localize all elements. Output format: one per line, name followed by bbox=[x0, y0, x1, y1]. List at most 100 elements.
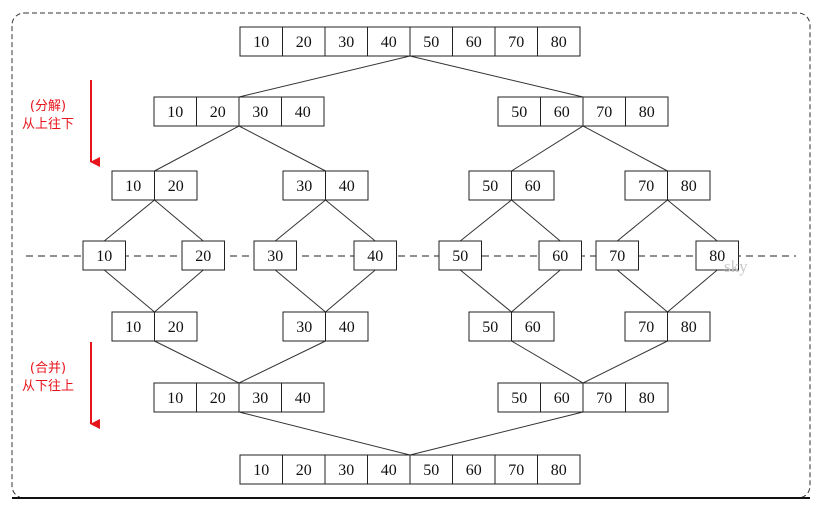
split-title: (分解) bbox=[30, 99, 66, 114]
tree-edge bbox=[154, 269, 204, 313]
cell-value: 10 bbox=[253, 34, 269, 51]
array-cell bbox=[582, 382, 626, 413]
cell-value: 60 bbox=[552, 248, 568, 265]
array-cell bbox=[238, 96, 282, 127]
tree-edge bbox=[103, 199, 155, 242]
cell-value: 10 bbox=[167, 390, 183, 407]
cell-value: 20 bbox=[195, 248, 211, 265]
array-cell bbox=[282, 454, 326, 485]
cell-value: 50 bbox=[482, 319, 498, 336]
array-cell bbox=[595, 240, 639, 271]
cell-value: 70 bbox=[609, 248, 625, 265]
array-cell bbox=[468, 170, 512, 201]
tree-edge bbox=[409, 55, 584, 98]
array-node: 10 20 bbox=[111, 170, 198, 201]
cell-value: 60 bbox=[554, 390, 570, 407]
array-cell bbox=[537, 26, 581, 57]
cell-value: 60 bbox=[466, 462, 482, 479]
split-direction-label: 从上往下 bbox=[22, 117, 74, 132]
merge-title: (合并) bbox=[30, 361, 66, 376]
array-node: 20 bbox=[181, 240, 225, 271]
array-cell bbox=[325, 311, 369, 342]
cell-value: 30 bbox=[252, 104, 268, 121]
cell-value: 60 bbox=[525, 178, 541, 195]
cell-value: 30 bbox=[338, 34, 354, 51]
cell-value: 10 bbox=[96, 248, 112, 265]
array-cell bbox=[325, 170, 369, 201]
cell-value: 80 bbox=[551, 462, 567, 479]
cell-value: 20 bbox=[168, 178, 184, 195]
array-cell bbox=[452, 26, 496, 57]
array-cell bbox=[452, 454, 496, 485]
cell-value: 50 bbox=[511, 390, 527, 407]
cell-value: 40 bbox=[339, 178, 355, 195]
array-node: 10 bbox=[82, 240, 126, 271]
array-node: 80 bbox=[695, 240, 739, 271]
cell-value: 70 bbox=[596, 390, 612, 407]
array-node: 60 bbox=[538, 240, 582, 271]
tree-edge bbox=[459, 199, 512, 242]
array-cell bbox=[154, 311, 198, 342]
array-cell bbox=[497, 96, 541, 127]
array-cell bbox=[582, 96, 626, 127]
array-cell bbox=[153, 382, 197, 413]
tree-edge bbox=[274, 269, 326, 313]
cell-value: 40 bbox=[295, 390, 311, 407]
array-cell bbox=[239, 454, 283, 485]
array-cell bbox=[624, 311, 668, 342]
tree-edge bbox=[409, 411, 584, 456]
cell-value: 70 bbox=[638, 178, 654, 195]
tree-edge bbox=[238, 125, 326, 172]
cell-value: 20 bbox=[296, 34, 312, 51]
array-cell bbox=[111, 170, 155, 201]
cell-value: 30 bbox=[267, 248, 283, 265]
cell-value: 80 bbox=[709, 248, 725, 265]
tree-edges bbox=[103, 55, 718, 456]
tree-edge bbox=[667, 269, 718, 313]
cell-value: 50 bbox=[452, 248, 468, 265]
tree-edge bbox=[325, 199, 376, 242]
array-cell bbox=[181, 240, 225, 271]
cell-value: 80 bbox=[681, 178, 697, 195]
tree-edge bbox=[616, 269, 668, 313]
tree-edge bbox=[238, 411, 411, 456]
tree-edge bbox=[154, 199, 204, 242]
tree-edge bbox=[154, 125, 240, 172]
tree-edge bbox=[511, 269, 561, 313]
cell-value: 70 bbox=[638, 319, 654, 336]
array-cell bbox=[625, 382, 669, 413]
tree-edge bbox=[582, 340, 668, 384]
array-cell bbox=[540, 382, 584, 413]
cell-value: 20 bbox=[296, 462, 312, 479]
array-cell bbox=[409, 26, 453, 57]
array-cell bbox=[367, 26, 411, 57]
cell-value: 10 bbox=[125, 178, 141, 195]
array-cell bbox=[239, 26, 283, 57]
tree-edge bbox=[511, 199, 561, 242]
array-cell bbox=[281, 96, 325, 127]
array-node: 70 80 bbox=[624, 170, 711, 201]
array-cell bbox=[494, 26, 538, 57]
array-cell bbox=[667, 170, 711, 201]
array-cell bbox=[497, 382, 541, 413]
tree-edge bbox=[667, 199, 718, 242]
cell-value: 70 bbox=[508, 34, 524, 51]
array-node: 70 bbox=[595, 240, 639, 271]
cell-value: 60 bbox=[554, 104, 570, 121]
merge-direction-label: 从下往上 bbox=[22, 379, 74, 394]
cell-value: 10 bbox=[167, 104, 183, 121]
